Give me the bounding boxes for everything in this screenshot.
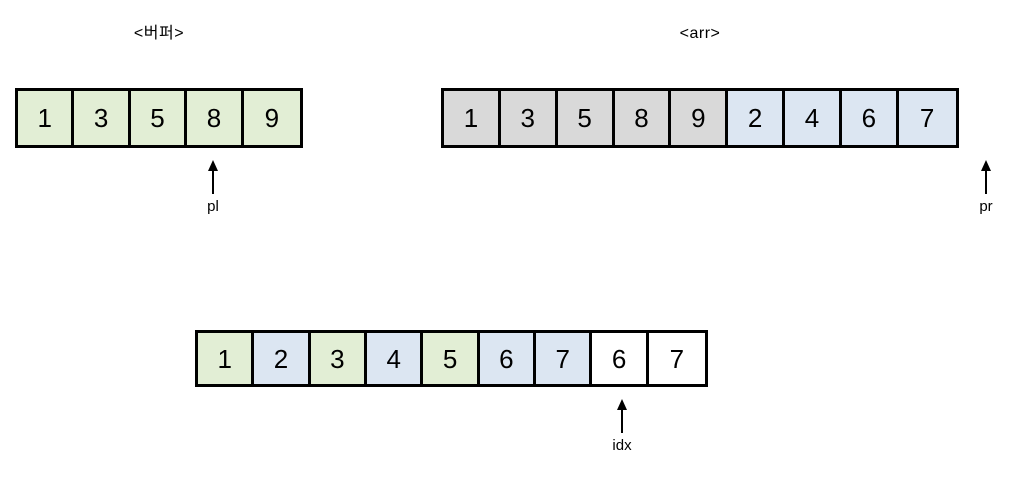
array-cell: 9 <box>243 91 300 145</box>
array-cell: 8 <box>614 91 672 145</box>
array-title-buffer: <버퍼> <box>133 25 185 42</box>
array-cell: 7 <box>898 91 956 145</box>
array-cell: 4 <box>367 333 424 384</box>
array-cell: 5 <box>423 333 480 384</box>
array-cell: 1 <box>18 91 75 145</box>
array-cell: 1 <box>198 333 255 384</box>
pointer-idx: idx <box>602 399 642 453</box>
array-cell: 7 <box>536 333 593 384</box>
arrow-shaft <box>621 407 623 433</box>
array-cell: 7 <box>648 333 706 384</box>
array-cell: 6 <box>479 333 537 384</box>
pointer-pr: pr <box>966 160 1006 214</box>
pointer-label: idx <box>612 437 632 454</box>
arrow-up-icon <box>193 160 233 194</box>
array-cell: 2 <box>254 333 311 384</box>
array-cell: 3 <box>310 333 368 384</box>
pointer-label: pl <box>207 198 219 215</box>
arrow-shaft <box>212 168 214 194</box>
array-cell: 5 <box>557 91 615 145</box>
array-cell: 4 <box>785 91 842 145</box>
arrow-head <box>981 160 991 171</box>
array-cell: 8 <box>187 91 244 145</box>
arrow-shaft <box>985 168 987 194</box>
array-cell: 3 <box>74 91 131 145</box>
array-cell: 9 <box>671 91 729 145</box>
arrow-head <box>208 160 218 171</box>
pointer-label: pr <box>979 198 993 215</box>
array-cell: 6 <box>592 333 649 384</box>
array-cell: 6 <box>841 91 899 145</box>
array-cell: 1 <box>444 91 501 145</box>
array-title-arr: <arr> <box>679 25 721 42</box>
array-cell: 5 <box>130 91 188 145</box>
arrow-up-icon <box>966 160 1006 194</box>
arrow-up-icon <box>602 399 642 433</box>
pointer-pl: pl <box>193 160 233 214</box>
array-cell: 2 <box>728 91 786 145</box>
arrow-head <box>617 399 627 410</box>
array-cell: 3 <box>500 91 558 145</box>
